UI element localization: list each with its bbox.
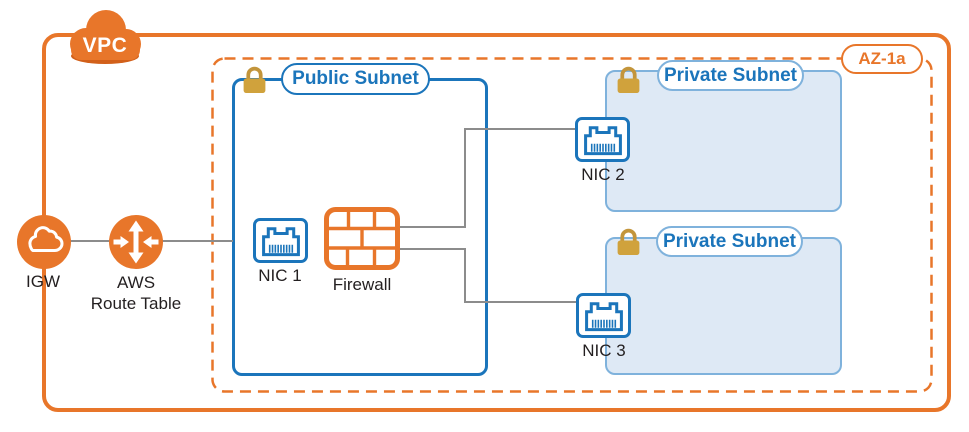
public-subnet-label: Public Subnet [292,68,419,89]
igw-icon [16,214,72,270]
private-subnet-2 [605,237,842,375]
private-subnet-1-label-pill: Private Subnet [657,60,804,91]
private-subnet-2-label: Private Subnet [662,230,797,252]
az-boundary [211,57,933,393]
nic2-icon [575,117,630,162]
private-subnet-2-label-pill: Private Subnet [656,226,803,257]
az-label-pill: AZ-1a [841,44,923,74]
route-table-label-line2: Route Table [90,294,182,313]
route-table-icon [108,214,164,270]
nic3-label: NIC 3 [582,341,626,360]
route-table-label: AWS Route Table [76,272,196,314]
lock-icon [243,66,266,93]
connector-vertical-down [464,248,466,303]
connector-firewall-out-top [400,226,466,228]
connector-to-nic3 [464,301,578,303]
firewall-label: Firewall [332,275,392,294]
connector-firewall-out-bottom [400,248,466,250]
private-subnet-1-label: Private Subnet [663,64,798,86]
connector-igw-routetable [66,240,110,242]
connector-to-nic2 [464,128,577,130]
public-subnet-label-pill: Public Subnet [281,63,430,95]
connector-vertical-up [464,128,466,228]
firewall-icon [324,207,400,270]
igw-label: IGW [26,272,60,291]
route-table-label-line1: AWS [116,273,156,292]
lock-icon [617,228,640,255]
lock-icon [617,66,640,93]
vpc-label: VPC [82,34,128,57]
connector-routetable-publicsubnet [160,240,233,242]
nic2-label: NIC 2 [581,165,625,184]
nic1-label: NIC 1 [258,266,302,285]
nic1-icon [253,218,308,263]
vpc-cloud-icon: VPC [62,4,148,66]
az-label: AZ-1a [858,49,906,68]
nic3-icon [576,293,631,338]
